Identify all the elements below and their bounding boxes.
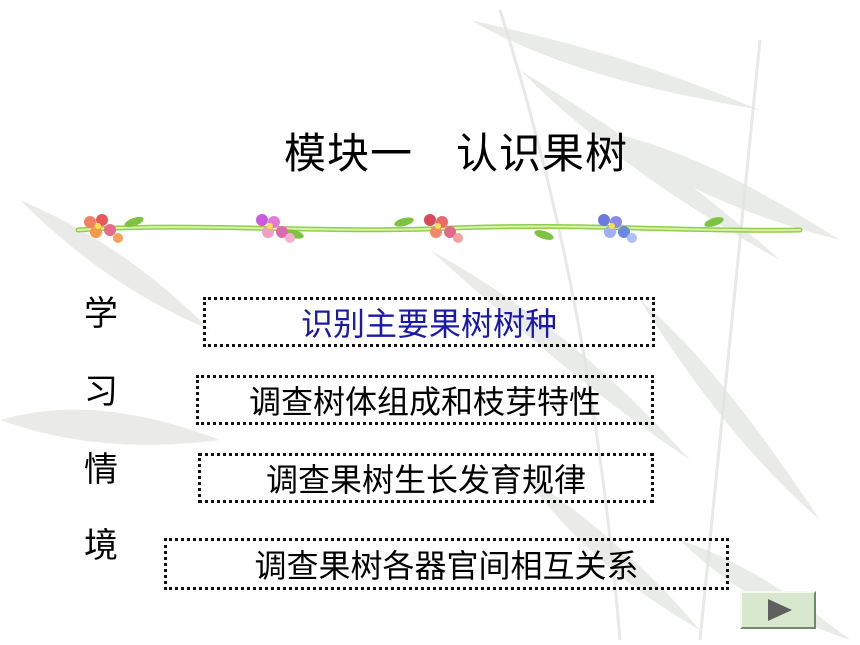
topic-link-tree-structure[interactable]: 调查树体组成和枝芽特性 xyxy=(196,375,654,425)
page-title: 模块一 认识果树 xyxy=(284,129,629,178)
play-triangle-icon xyxy=(768,599,792,621)
flower-vine-divider xyxy=(75,214,803,243)
flower-icon xyxy=(84,214,123,243)
vertical-label-char: 习 xyxy=(84,372,118,412)
vertical-label-char: 情 xyxy=(84,450,118,490)
flower-icon xyxy=(598,214,637,243)
flower-icon xyxy=(256,214,295,243)
vertical-label-char: 境 xyxy=(84,526,118,566)
topic-link-organ-relations[interactable]: 调查果树各器官间相互关系 xyxy=(164,538,729,590)
next-slide-button[interactable] xyxy=(740,591,816,629)
vertical-label-char: 学 xyxy=(84,294,118,334)
flower-icon xyxy=(424,214,463,243)
topic-link-identify-species[interactable]: 识别主要果树树种 xyxy=(203,297,655,347)
topic-link-growth-pattern[interactable]: 调查果树生长发育规律 xyxy=(198,453,654,503)
